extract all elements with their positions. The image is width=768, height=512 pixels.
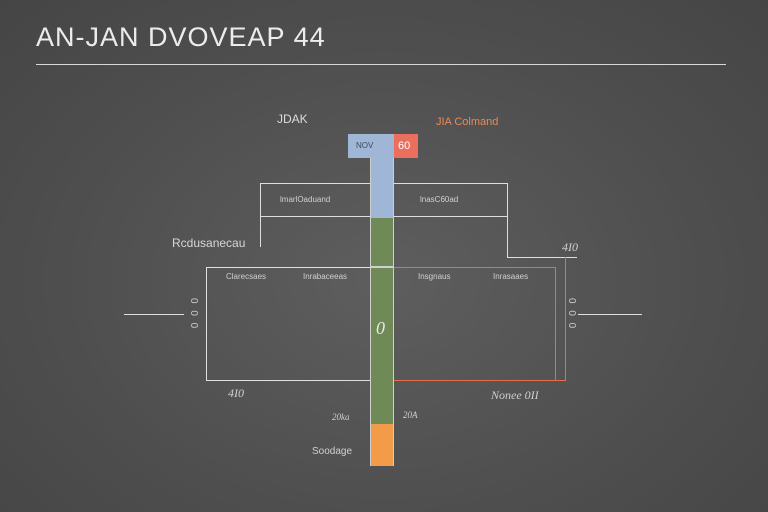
top-label-right: JIA Colmand — [436, 116, 499, 128]
diagram-title: AN-JAN DVOVEAP 44 — [36, 22, 326, 52]
right-step-line — [507, 217, 508, 257]
bottom-label-left: 4I0 — [228, 386, 244, 400]
left-connector-line — [124, 314, 184, 315]
center-bar-green — [370, 218, 394, 424]
main-box-right — [394, 267, 556, 381]
upper-box-right-label: lnasC60ad — [420, 195, 458, 204]
right-vertical-values: 0 0 0 — [566, 298, 577, 331]
side-label-right: 4I0 — [562, 240, 578, 254]
side-label-left: Rcdusanecau — [172, 236, 246, 250]
header-cell-red-label: 60 — [398, 140, 411, 152]
header-cell-blue-label: NOV — [356, 141, 374, 150]
main-box-left — [206, 267, 370, 381]
main-col-label-1: Clarecsaes — [226, 272, 267, 281]
upper-box-left-text: lmarlOaduand — [280, 195, 331, 204]
center-bar-orange — [370, 424, 394, 466]
center-bar-outline — [370, 158, 394, 466]
left-vertical-values: 0 0 0 — [188, 298, 199, 331]
main-col-label-4: Inrasaaes — [493, 272, 529, 281]
bottom-label-center-left: 20ka — [332, 412, 350, 422]
right-connector-line — [578, 314, 642, 315]
bottom-label-center-right: 20A — [403, 410, 418, 420]
main-col-label-2: Inrabaceeas — [303, 272, 348, 281]
header-cell-red — [394, 134, 418, 158]
center-bar-value: 0 — [376, 318, 385, 338]
upper-box-left-label: lmarlOaduand — [280, 195, 330, 204]
main-box-top-join — [370, 266, 394, 268]
title-underline — [36, 64, 726, 65]
header-cell-blue — [348, 134, 394, 158]
center-bar-blue — [370, 158, 394, 218]
right-step-horizontal — [507, 257, 577, 258]
bottom-label-right: Nonee 0II — [491, 388, 539, 402]
left-step-line — [260, 217, 261, 247]
top-label-left: JDAK — [277, 112, 308, 126]
upper-box-right-text: lnasC60ad — [420, 195, 459, 204]
main-box-right-accent — [556, 257, 566, 381]
main-col-label-3: Insgnaus — [418, 272, 451, 281]
bottom-label-storage: Soodage — [312, 446, 353, 457]
